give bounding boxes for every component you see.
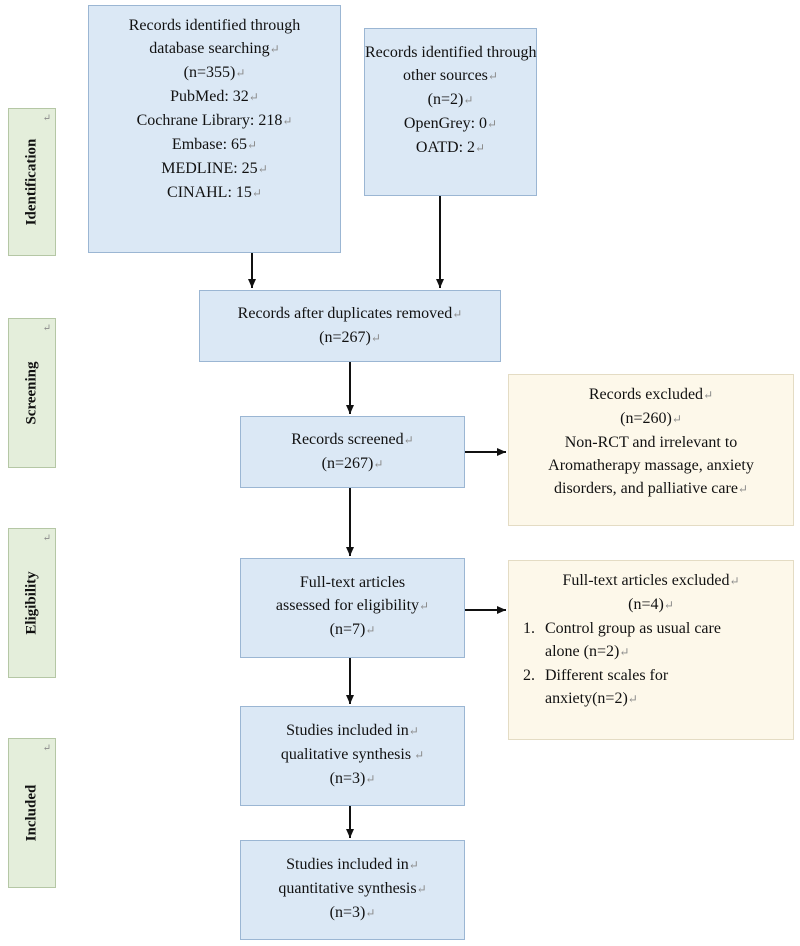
box-line: (n=267) <box>319 329 371 346</box>
box-line: (n=3) <box>329 904 366 921</box>
box-line: disorders, and palliative care <box>554 480 738 497</box>
box-line: PubMed: 32 <box>170 88 249 105</box>
box-line: (n=7) <box>329 621 366 638</box>
records-screened-box: Records screened↵ (n=267)↵ <box>240 416 465 488</box>
box-line: MEDLINE: 25 <box>161 160 258 177</box>
box-line: Records identified through <box>365 44 537 61</box>
stage-included: ↵ Included <box>8 738 56 888</box>
list-item: 2. Different scales for anxiety(n=2)↵ <box>509 664 793 711</box>
box-line: OATD: 2 <box>415 139 476 156</box>
stage-eligibility: ↵ Eligibility <box>8 528 56 678</box>
box-line: Full-text articles <box>299 574 406 591</box>
qualitative-synthesis-box: Studies included in↵ qualitative synthes… <box>240 706 465 806</box>
box-line: database searching <box>149 40 270 57</box>
box-line: OpenGrey: 0 <box>403 115 488 132</box>
box-line: other sources <box>403 67 488 84</box>
full-text-assessed-box: Full-text articles assessed for eligibil… <box>240 558 465 658</box>
box-line: Records screened <box>291 431 404 448</box>
list-item-text: Different scales for <box>545 667 669 684</box>
box-line: Records after duplicates removed <box>237 305 453 322</box>
box-line: (n=3) <box>329 770 366 787</box>
quantitative-synthesis-box: Studies included in↵ quantitative synthe… <box>240 840 465 940</box>
list-item-number: 1. <box>523 620 535 637</box>
box-line: Records excluded <box>588 386 704 403</box>
box-line: Studies included in <box>286 856 409 873</box>
stage-screening: ↵ Screening <box>8 318 56 468</box>
box-line: CINAHL: 15 <box>167 184 252 201</box>
other-sources-box: Records identified through other sources… <box>364 28 537 196</box>
box-line: Embase: 65 <box>171 136 248 153</box>
records-excluded-box: Records excluded↵ (n=260)↵ Non-RCT and i… <box>508 374 794 526</box>
list-item-text: alone (n=2) <box>545 643 620 660</box>
box-line: Non-RCT and irrelevant to <box>564 434 738 451</box>
full-text-excluded-box: Full-text articles excluded↵ (n=4)↵ 1. C… <box>508 560 794 740</box>
paragraph-mark-icon: ↵ <box>42 533 51 544</box>
box-line: Aromatherapy massage, anxiety <box>548 457 754 474</box>
box-line: Studies included in <box>286 722 409 739</box>
list-item: 1. Control group as usual care alone (n=… <box>509 617 793 664</box>
box-line: (n=4) <box>628 596 664 613</box>
box-line: (n=267) <box>321 455 374 472</box>
paragraph-mark-icon: ↵ <box>42 743 51 754</box>
paragraph-mark-icon: ↵ <box>42 113 51 124</box>
duplicates-removed-box: Records after duplicates removed↵ (n=267… <box>199 290 501 362</box>
box-line: Cochrane Library: 218 <box>136 112 283 129</box>
list-item-text: Control group as usual care <box>545 620 721 637</box>
box-line: assessed for eligibility <box>275 597 420 614</box>
box-line: (n=355) <box>183 64 236 81</box>
database-search-box: Records identified through database sear… <box>88 5 341 253</box>
exclusion-reasons-list: 1. Control group as usual care alone (n=… <box>509 617 793 711</box>
box-line: qualitative synthesis <box>280 746 412 763</box>
paragraph-mark-icon: ↵ <box>42 323 51 334</box>
box-line: (n=2) <box>427 91 464 108</box>
box-line: quantitative synthesis <box>278 880 417 897</box>
list-item-number: 2. <box>523 667 535 684</box>
box-line: (n=260) <box>620 410 672 427</box>
list-item-text: anxiety(n=2) <box>545 690 628 707</box>
box-line: Full-text articles excluded <box>562 572 730 589</box>
box-line: Records identified through <box>128 17 301 34</box>
stage-identification: ↵ Identification <box>8 108 56 256</box>
